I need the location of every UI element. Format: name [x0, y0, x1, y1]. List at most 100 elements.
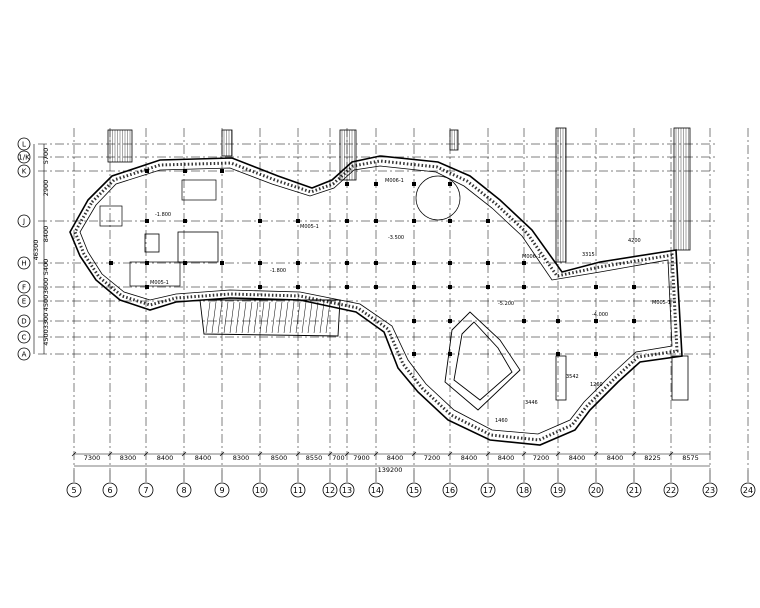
column-grid-bubble [550, 482, 566, 498]
ramp-hatch-line [283, 301, 289, 334]
column-grid-bubble [138, 482, 154, 498]
vertical-shaft [339, 129, 357, 181]
row-grid-label: L [22, 141, 26, 149]
structural-column [594, 352, 598, 356]
row-grid-bubble [17, 294, 31, 308]
column-spacing-label: 7900 [353, 454, 370, 462]
dimension-tick [631, 451, 637, 457]
structural-column [448, 285, 452, 289]
row-grid-bubble [17, 314, 31, 328]
row-grid-label: H [21, 260, 26, 268]
column-spacing-label: 8300 [120, 454, 137, 462]
ramp-hatch-line [271, 301, 277, 334]
structural-column [448, 319, 452, 323]
door-tag: M006-1 [522, 254, 541, 260]
column-grid-label: 8 [181, 486, 186, 495]
column-grid-bubble [588, 482, 604, 498]
row-grid-bubble [17, 280, 31, 294]
structural-column [183, 261, 187, 265]
column-grid-bubble [252, 482, 268, 498]
structural-column [296, 285, 300, 289]
structural-column [345, 285, 349, 289]
column-grid-label: 21 [629, 486, 639, 495]
row-grid-label: A [22, 351, 27, 359]
ramp-hatch-line [247, 301, 253, 334]
vertical-shafts [107, 127, 691, 401]
column-grid-bubble [442, 482, 458, 498]
structural-column [486, 285, 490, 289]
ramp-hatch-line [223, 301, 229, 334]
column-grid-bubble [290, 482, 306, 498]
row-spacing-label: 5400 [42, 259, 50, 276]
dimension-tick [373, 451, 379, 457]
level-mark: -1.800 [270, 268, 286, 274]
building-outline-inner [79, 165, 673, 435]
column-grid-bubble [322, 482, 338, 498]
row-spacing-label: 4500 [42, 295, 50, 312]
level-mark: -5.200 [498, 301, 514, 307]
ramp-hatch-line [211, 301, 217, 334]
structural-column [448, 219, 452, 223]
structural-column [345, 261, 349, 265]
structural-column [412, 182, 416, 186]
dimension-note: 1460 [495, 418, 508, 424]
room-c [129, 261, 181, 287]
column-grid-label: 5 [71, 486, 76, 495]
column-spacing-label: 8400 [569, 454, 586, 462]
structural-column [412, 219, 416, 223]
structural-column [412, 261, 416, 265]
dimension-tick [71, 451, 77, 457]
room-a [181, 179, 217, 201]
row-grid-bubble [17, 150, 31, 164]
column-grid-label: 9 [219, 486, 224, 495]
structural-column [296, 219, 300, 223]
structural-column [345, 219, 349, 223]
door-tag: M005-1 [652, 300, 671, 306]
plan-body [69, 127, 691, 446]
column-grid-label: 18 [519, 486, 529, 495]
dimension-tick [344, 451, 350, 457]
ramp-hatch-line [277, 301, 283, 334]
circular-stair [415, 175, 461, 221]
dimension-note: 3446 [525, 400, 538, 406]
dimension-tick [555, 451, 561, 457]
structural-column [374, 285, 378, 289]
column-spacing-label: 8400 [498, 454, 515, 462]
column-spacing-label: 8225 [644, 454, 661, 462]
column-grid-bubble [102, 482, 118, 498]
column-grid-bubble [626, 482, 642, 498]
door-tag: M005-1 [300, 224, 319, 230]
row-spacing-label: 3300 [42, 313, 50, 330]
column-grid-label: 15 [409, 486, 419, 495]
structural-column [345, 182, 349, 186]
structural-column [296, 261, 300, 265]
column-grid-label: 12 [325, 486, 335, 495]
column-grid-bubble [663, 482, 679, 498]
column-grid-bubble [368, 482, 384, 498]
column-spacing-label: 7200 [533, 454, 550, 462]
row-spacing-label: 8400 [42, 226, 50, 243]
lift-core [144, 233, 160, 253]
row-grid-label: 1/K [18, 154, 30, 162]
column-grid-label: 23 [705, 486, 715, 495]
column-grid-label: 22 [666, 486, 676, 495]
column-grid-bubble [339, 482, 355, 498]
door-tag: M005-1 [150, 280, 169, 286]
level-mark: -4.000 [592, 312, 608, 318]
row-grid-bubble [17, 330, 31, 344]
vertical-shaft [671, 355, 689, 401]
column-spacing-label: 8400 [387, 454, 404, 462]
row-grid-bubble [17, 256, 31, 270]
structural-column [522, 319, 526, 323]
row-grid-label: D [21, 318, 26, 326]
row-spacing-label: 3600 [42, 278, 50, 295]
column-spacing-label: 7300 [84, 454, 101, 462]
structural-column [632, 319, 636, 323]
column-grid-label: 20 [591, 486, 601, 495]
ramp-hatch-line [229, 301, 235, 334]
column-spacing-label: 8575 [682, 454, 699, 462]
ramp-hatch-line [301, 301, 307, 334]
dimension-tick [327, 451, 333, 457]
stair-core [177, 231, 219, 263]
